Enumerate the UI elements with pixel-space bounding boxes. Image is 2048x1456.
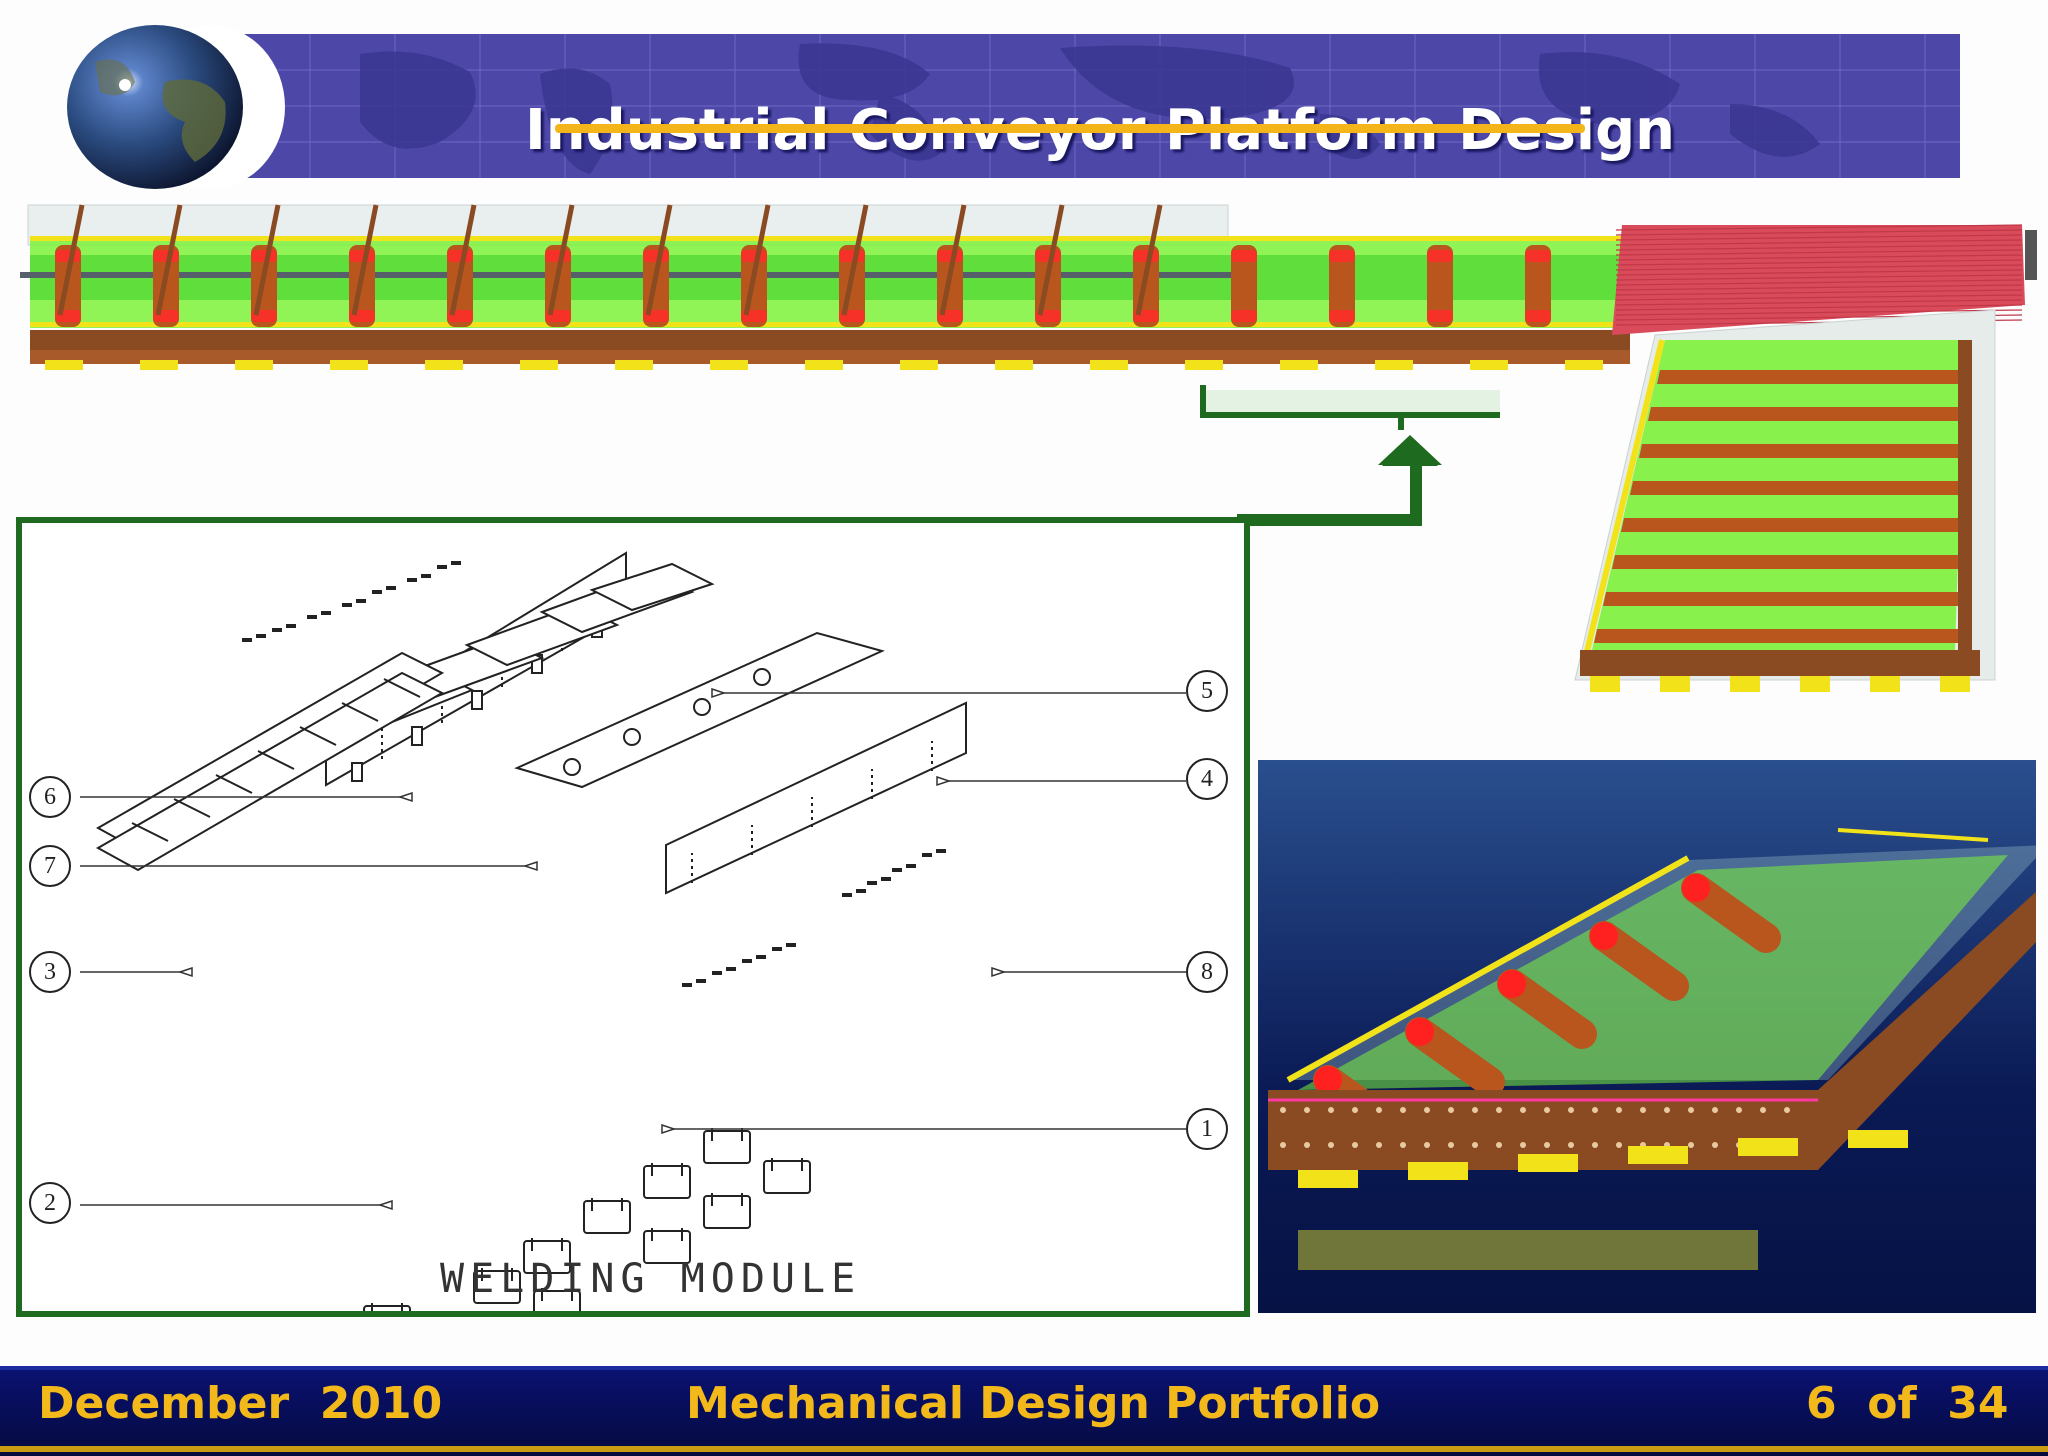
callout-2: 2 bbox=[29, 1182, 71, 1224]
title-underline bbox=[555, 124, 1585, 133]
footer-bar bbox=[0, 1366, 2048, 1456]
callout-8: 8 bbox=[1186, 951, 1228, 993]
callout-3: 3 bbox=[29, 951, 71, 993]
drawing-label: WELDING MODULE bbox=[440, 1256, 862, 1302]
globe-icon bbox=[55, 22, 285, 192]
callout-1: 1 bbox=[1186, 1108, 1228, 1150]
callout-7: 7 bbox=[29, 845, 71, 887]
callout-6: 6 bbox=[29, 776, 71, 818]
conveyor-line-render bbox=[20, 204, 2037, 692]
arrow-up-icon bbox=[1237, 435, 1442, 526]
module-3d-render bbox=[1258, 760, 2036, 1313]
footer-page-number: 6 of 34 bbox=[1806, 1378, 2009, 1429]
welding-module-drawing bbox=[16, 517, 1250, 1354]
header-banner: Industrial Conveyor Platform Design bbox=[240, 34, 1960, 178]
footer-rule bbox=[0, 1446, 2048, 1452]
footer-date: December 2010 bbox=[38, 1378, 443, 1429]
world-map-background bbox=[240, 34, 1960, 178]
callout-5: 5 bbox=[1186, 670, 1228, 712]
detail-connector bbox=[1200, 385, 1500, 430]
footer-portfolio-title: Mechanical Design Portfolio bbox=[686, 1378, 1381, 1429]
callout-4: 4 bbox=[1186, 758, 1228, 800]
